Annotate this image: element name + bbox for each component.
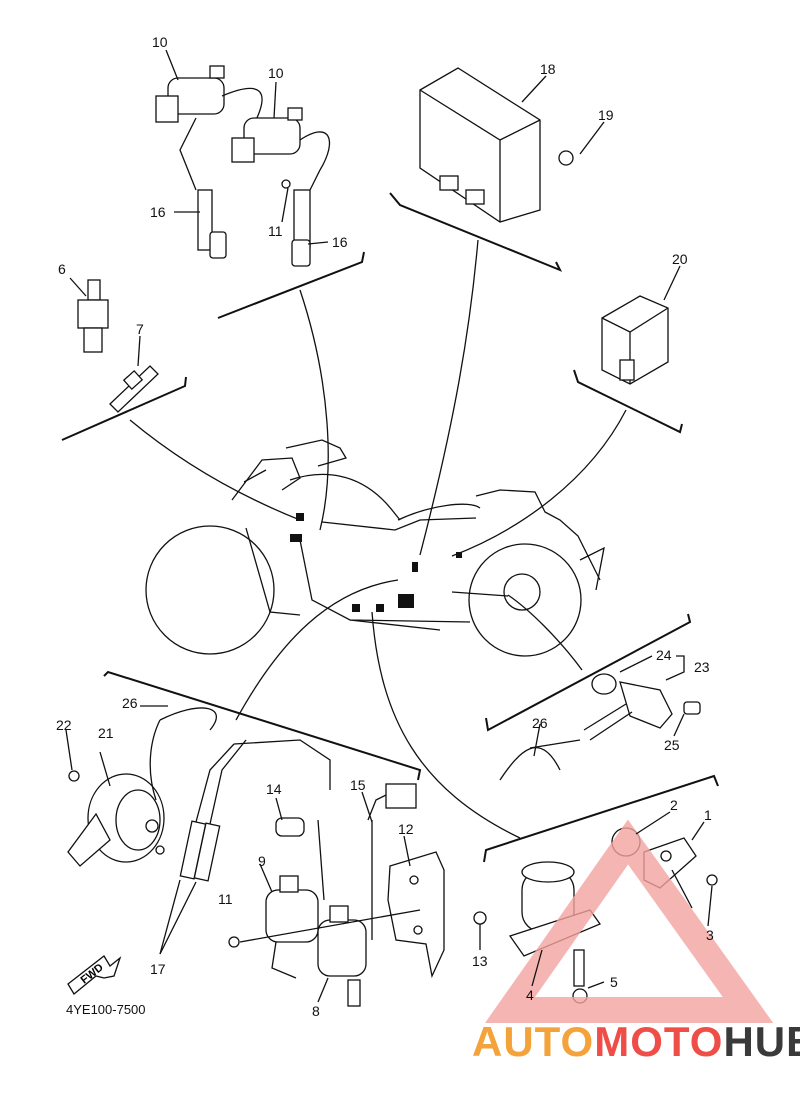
leader-line-starter xyxy=(371,611,521,839)
spark-plug-leads xyxy=(149,707,331,882)
callout-20: 20 xyxy=(672,251,688,267)
callout-10-b: 10 xyxy=(268,65,284,81)
ignition-coil-lower-8 xyxy=(317,819,367,1007)
callout-12: 12 xyxy=(398,821,414,837)
callout-3: 3 xyxy=(706,927,714,943)
reference-code: 4YE100-7500 xyxy=(66,1002,146,1017)
callout-labels: 1 2 3 4 5 6 7 8 9 10 10 11 11 12 13 14 1… xyxy=(56,34,714,1019)
callout-24: 24 xyxy=(656,647,672,663)
callout-11-b: 11 xyxy=(218,891,233,907)
location-marker xyxy=(296,513,304,521)
watermark-text: AUTOMOTOHUB xyxy=(472,1018,800,1066)
watermark-text-part1: AUTO xyxy=(472,1018,595,1065)
motorcycle-outline xyxy=(145,439,605,657)
watermark-text-part2: MOTO xyxy=(594,1018,724,1065)
callout-18: 18 xyxy=(540,61,556,77)
bolt-11-lower xyxy=(228,936,240,948)
group-bracket-lower-left xyxy=(103,670,422,781)
callout-4: 4 xyxy=(526,987,534,1003)
bolt-11-leader xyxy=(239,909,421,943)
coil-clamp xyxy=(275,817,305,837)
callout-5: 5 xyxy=(610,974,618,990)
location-marker xyxy=(456,552,462,558)
callout-1: 1 xyxy=(704,807,712,823)
wire-route xyxy=(451,591,509,597)
bolt-13 xyxy=(473,911,487,925)
callout-2: 2 xyxy=(670,797,678,813)
group-bracket-speed-sensor xyxy=(485,613,692,732)
callout-14: 14 xyxy=(266,781,282,797)
bracket-12 xyxy=(387,851,445,979)
leader-line-ignition xyxy=(299,289,329,531)
callout-22: 22 xyxy=(56,717,72,733)
ignition-coil-lower-9 xyxy=(265,875,319,979)
group-bracket-ecu xyxy=(389,192,563,272)
group-bracket-starter xyxy=(483,774,719,863)
group-bracket-relay xyxy=(573,369,683,434)
watermark-text-part3: HUB xyxy=(723,1018,800,1065)
horn xyxy=(67,770,165,867)
screw-3 xyxy=(706,874,718,886)
ignition-coil-top-left xyxy=(155,65,263,259)
wire-harness-15 xyxy=(367,783,417,940)
callout-6: 6 xyxy=(58,261,66,277)
temperature-sensor xyxy=(109,365,159,413)
speed-sensor xyxy=(499,673,701,781)
callout-8: 8 xyxy=(312,1003,320,1019)
group-bracket-sensors xyxy=(61,376,187,441)
leader-line-ecu xyxy=(419,239,479,556)
location-marker xyxy=(290,534,302,542)
callout-25: 25 xyxy=(664,737,680,753)
thermo-switch xyxy=(77,279,109,353)
location-marker xyxy=(398,594,414,608)
callout-26-a: 26 xyxy=(122,695,138,711)
callout-10-a: 10 xyxy=(152,34,168,50)
leader-line-speed-sensor xyxy=(507,594,583,671)
forward-direction-arrow: FWD xyxy=(67,955,122,995)
callout-26-b: 26 xyxy=(532,715,548,731)
ignition-coil-top-right xyxy=(231,107,331,267)
location-marker xyxy=(412,562,418,572)
callout-13: 13 xyxy=(472,953,488,969)
location-marker xyxy=(376,604,384,612)
group-bracket-ignition-coils xyxy=(217,251,365,319)
leader-line-sensors xyxy=(129,419,301,521)
callout-23: 23 xyxy=(694,659,710,675)
callout-15: 15 xyxy=(350,777,366,793)
relay-unit xyxy=(601,295,669,385)
watermark-logo xyxy=(484,819,774,1023)
callout-9: 9 xyxy=(258,853,266,869)
callout-21: 21 xyxy=(98,725,114,741)
location-marker xyxy=(352,604,360,612)
callout-16-a: 16 xyxy=(150,204,166,220)
callout-16-b: 16 xyxy=(332,234,348,250)
callout-leaders xyxy=(65,49,713,1003)
callout-17: 17 xyxy=(150,961,166,977)
leader-line-lower-left xyxy=(235,579,399,721)
callout-7: 7 xyxy=(136,321,144,337)
callout-11-a: 11 xyxy=(268,223,283,239)
ecu-unit xyxy=(419,67,574,223)
callout-19: 19 xyxy=(598,107,614,123)
leader-line-relay xyxy=(451,409,627,557)
